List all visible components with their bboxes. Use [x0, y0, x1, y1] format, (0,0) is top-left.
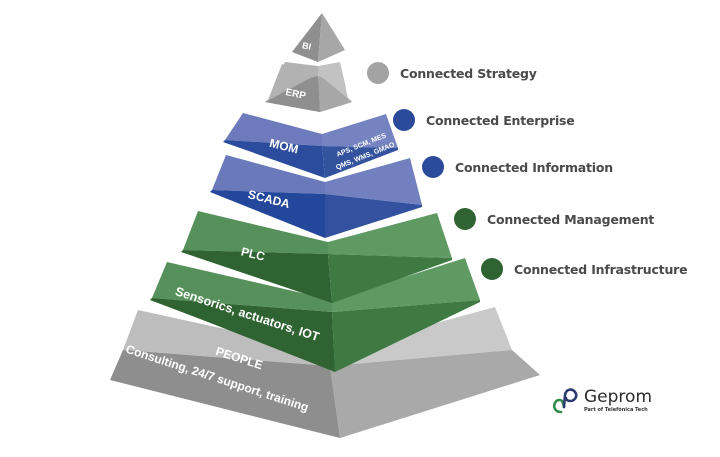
tier-plc: PLC [181, 211, 452, 303]
tier-bi-face-left [292, 13, 322, 62]
tier-plc-ledge-left [183, 211, 328, 254]
tier-sensorics-face-right [332, 300, 480, 372]
tier-erp-front-right [318, 74, 352, 112]
tier-mom-face-right [322, 146, 398, 178]
tier-plc-label: PLC [240, 244, 267, 263]
tier-bi-label: BI [301, 40, 312, 52]
tier-scada-face-right [325, 194, 422, 238]
legend-label: Connected Enterprise [426, 112, 575, 128]
legend-dot [367, 62, 389, 84]
geprom-logo-icon [552, 388, 578, 414]
tier-sensorics-ledge-right [332, 258, 480, 312]
logo-name: Geprom [584, 386, 652, 407]
legend-dot [422, 156, 444, 178]
tier-scada-face-left [210, 190, 325, 238]
tier-plc-face-left [181, 250, 332, 303]
logo-tagline: Part of Telefónica Tech [584, 406, 648, 413]
tier-people-ledge-left [123, 310, 330, 366]
tier-scada-ledge-right [325, 158, 422, 205]
tier-plc-face-right [328, 254, 452, 303]
legend-item-connected-information: Connected Information [422, 156, 613, 178]
legend-label: Connected Management [487, 211, 655, 227]
tier-bi-face-right [318, 13, 345, 62]
tier-erp-top-right [318, 62, 346, 88]
tier-erp: ERP [265, 62, 352, 112]
legend-item-connected-management: Connected Management [454, 208, 654, 230]
legend-item-connected-infrastructure: Connected Infrastructure [481, 258, 688, 280]
legend-item-connected-strategy: Connected Strategy [367, 62, 537, 84]
tier-sensorics-ledge-left [152, 262, 332, 312]
tier-erp-label: ERP [284, 87, 307, 102]
legend-label: Connected Infrastructure [514, 261, 688, 277]
tier-people-face-left [110, 350, 340, 438]
tier-erp-top-left [275, 62, 318, 86]
tier-mom-ledge-right [322, 114, 398, 148]
tier-scada-ledge-left [212, 155, 325, 194]
tier-mom-label: MOM [268, 136, 300, 157]
tier-sensorics-face-left2 [152, 298, 335, 372]
tier-mom: MOM APS, SCM, MES QMS, WMS, GMAO [223, 113, 398, 178]
legend-dot [454, 208, 476, 230]
tier-plc-ledge-right [328, 213, 452, 258]
legend-item-connected-enterprise: Connected Enterprise [393, 109, 575, 131]
legend-label: Connected Strategy [400, 65, 537, 81]
geprom-logo: Geprom Part of Telefónica Tech [552, 386, 652, 414]
tier-erp-front-left [265, 74, 320, 112]
legend-dot [393, 109, 415, 131]
tier-scada: SCADA [210, 155, 422, 238]
tier-bi: BI [292, 13, 345, 62]
tier-sensorics: Sensorics, actuators, IOT [150, 258, 480, 372]
legend-dot [481, 258, 503, 280]
legend-label: Connected Information [455, 159, 613, 175]
tier-people-face-right [330, 350, 540, 438]
tier-mom-ledge-left [225, 113, 322, 146]
tier-mom-face-left [223, 140, 325, 178]
